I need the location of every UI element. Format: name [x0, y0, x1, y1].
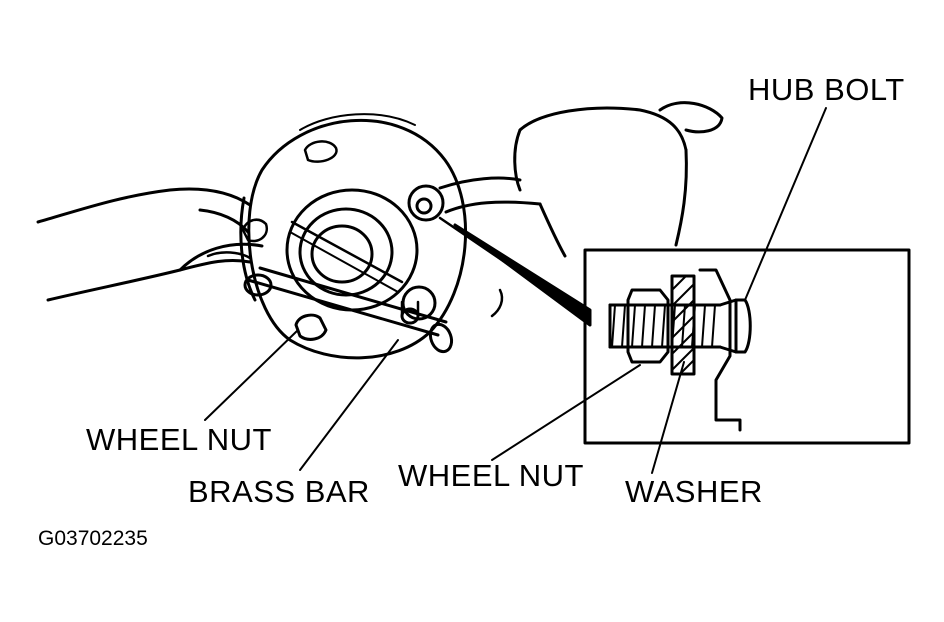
inset-pointer — [438, 216, 592, 327]
label-wheel-nut: WHEEL NUT — [86, 422, 272, 457]
hub-bearing — [285, 188, 419, 312]
label-hub-bolt: HUB BOLT — [748, 72, 905, 107]
label-washer: WASHER — [625, 474, 763, 509]
hub-flange — [239, 113, 467, 360]
figure-code: G03702235 — [38, 527, 148, 550]
leader-lines — [204, 107, 827, 474]
left-hand — [36, 187, 264, 302]
label-wheel-nut-inset: WHEEL NUT — [398, 458, 584, 493]
brass-bar-part — [246, 266, 454, 354]
right-hand-with-wrench — [438, 101, 724, 318]
detail-inset — [583, 248, 911, 445]
hub-bolt-studs — [400, 184, 445, 325]
label-brass-bar: BRASS BAR — [188, 474, 370, 509]
wheel-nut-part — [243, 273, 328, 341]
